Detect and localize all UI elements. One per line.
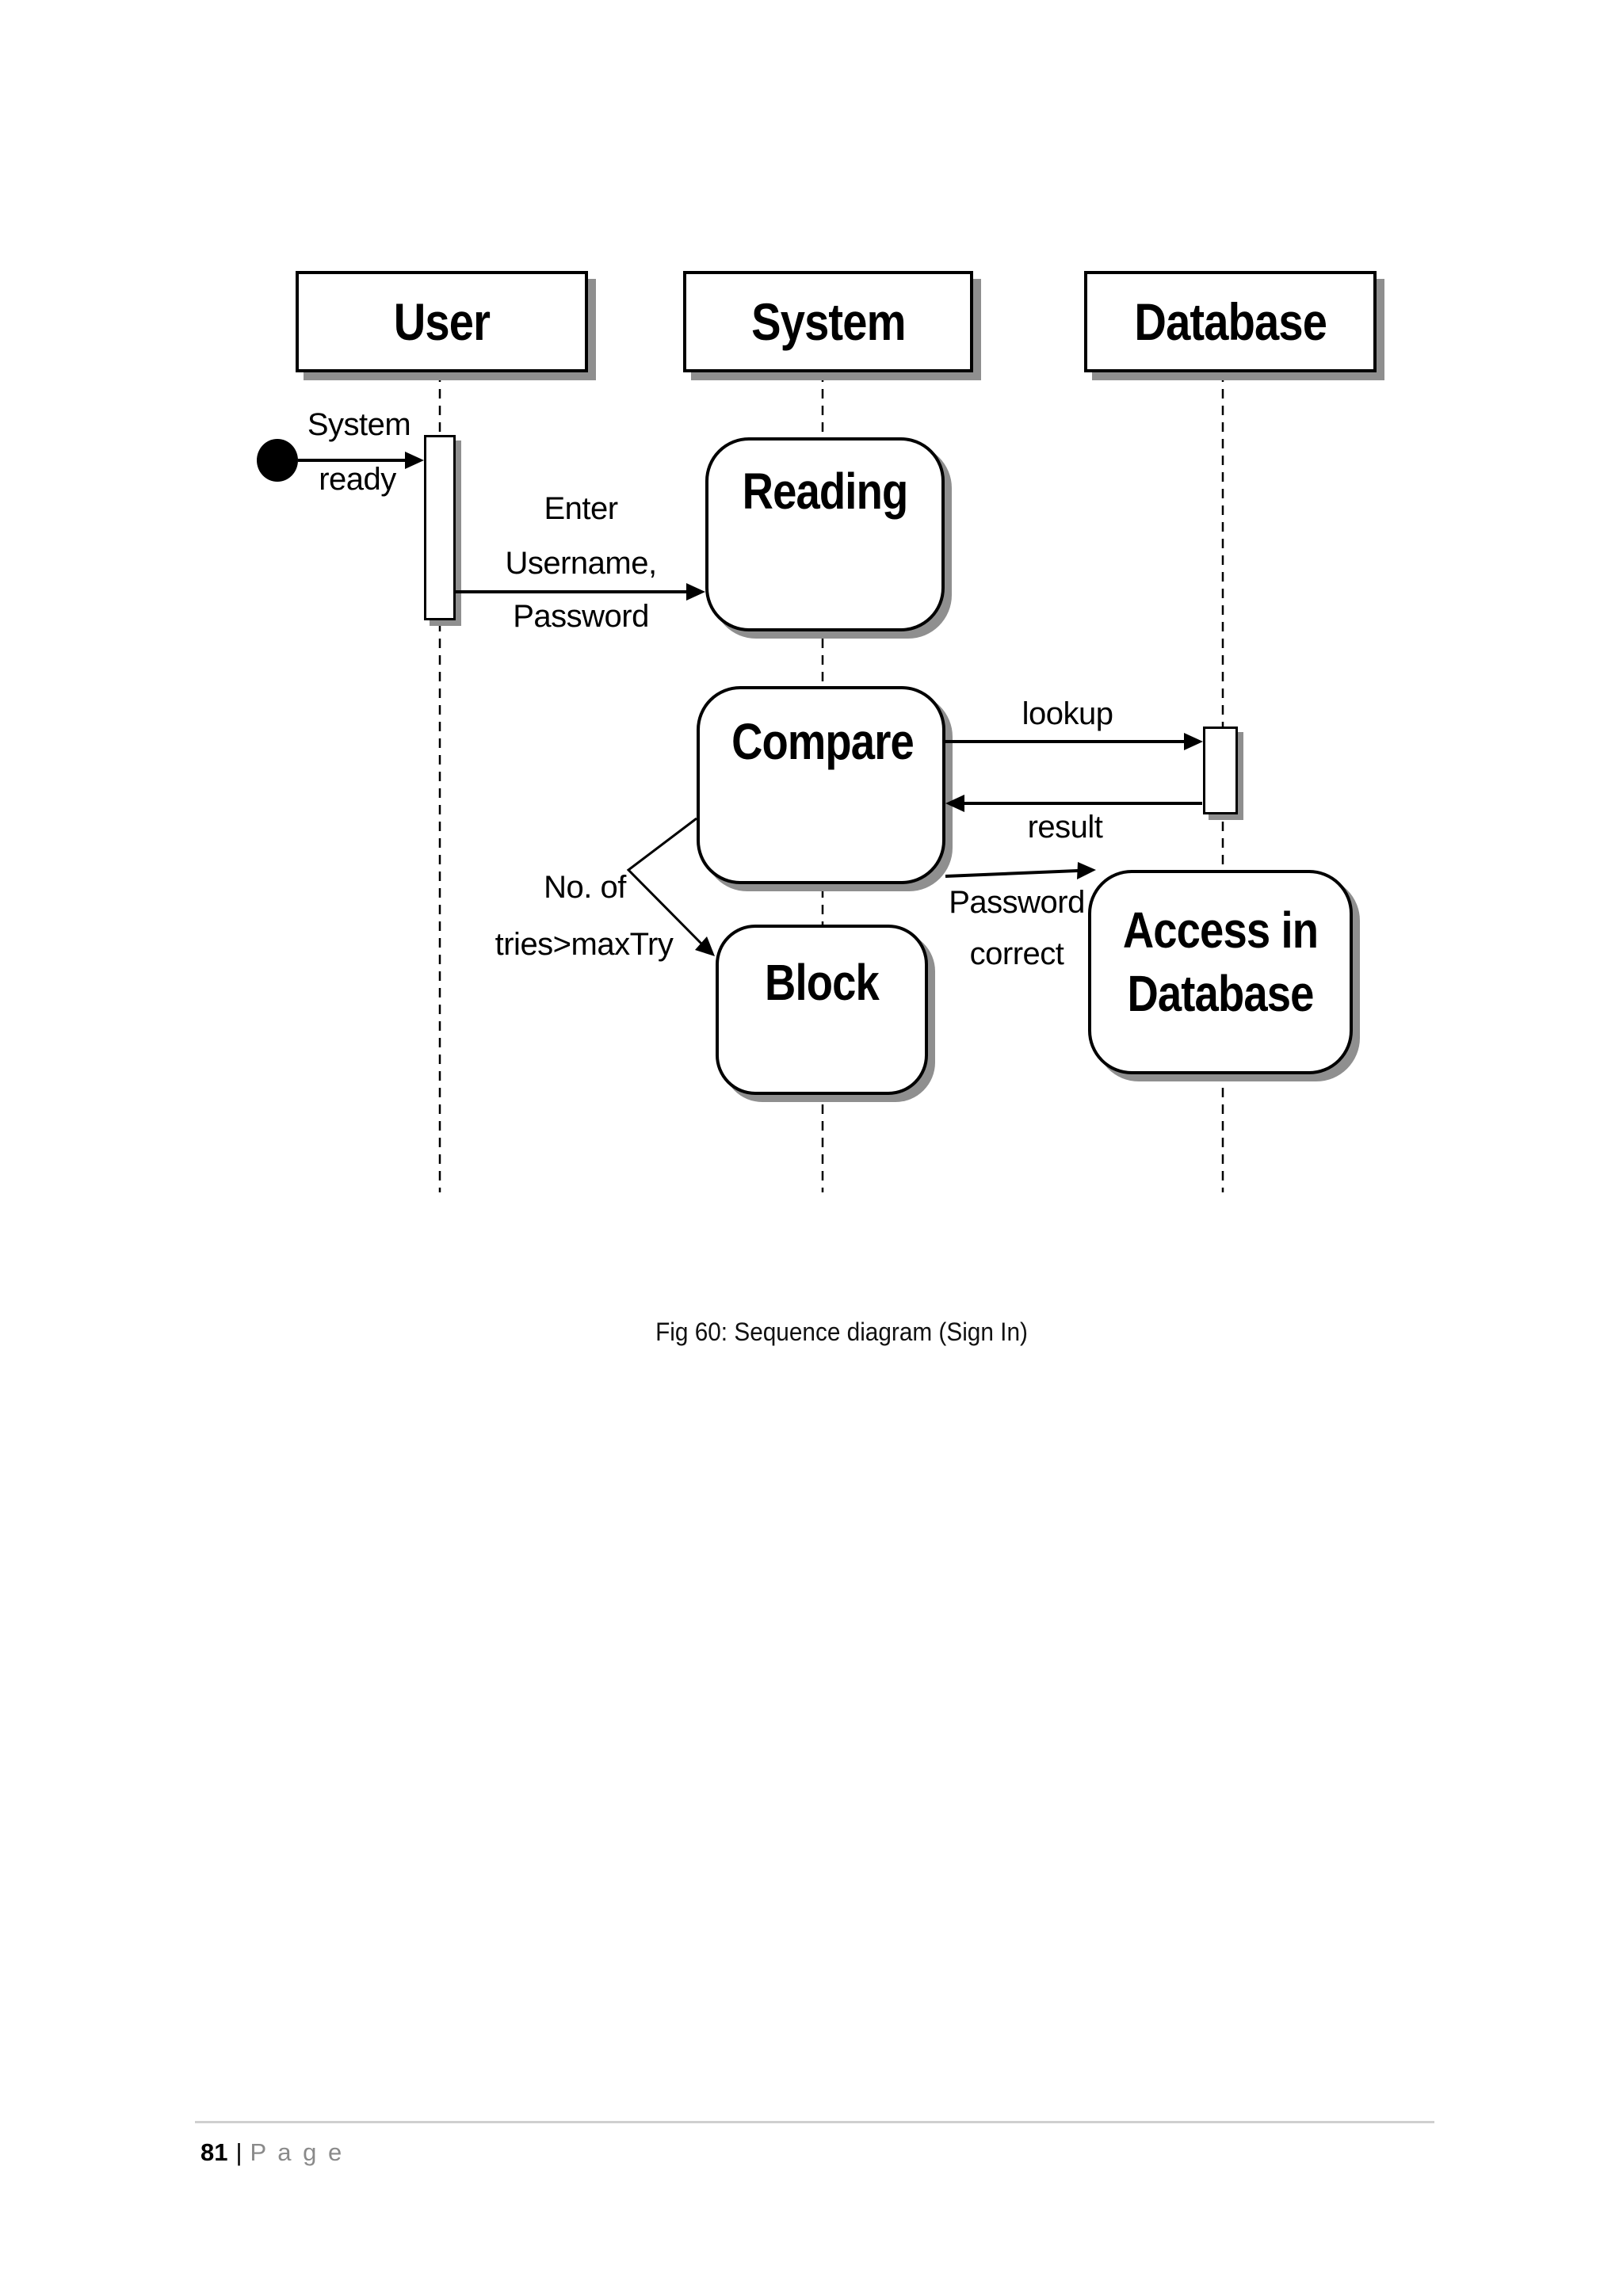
state-box-reading bbox=[705, 437, 945, 631]
message-arrow-lookup bbox=[945, 733, 1203, 750]
state-label-access-line1: Access in bbox=[1122, 902, 1319, 959]
guard-label-correct: correct bbox=[969, 936, 1064, 971]
message-arrow-password-correct bbox=[945, 862, 1096, 879]
message-label-system-ready-line1: System bbox=[307, 407, 411, 442]
figure-caption: Fig 60: Sequence diagram (Sign In) bbox=[655, 1318, 1028, 1346]
state-label-access-line2: Database bbox=[1127, 965, 1314, 1022]
message-label-username: Username, bbox=[505, 546, 657, 581]
footer-separator: | bbox=[235, 2138, 242, 2166]
actor-box-system: System bbox=[683, 271, 973, 372]
guard-label-no-of: No. of bbox=[544, 870, 626, 905]
state-label-block: Block bbox=[765, 954, 880, 1011]
state-box-block bbox=[716, 925, 928, 1095]
footer-page-word: P a g e bbox=[250, 2138, 345, 2166]
actor-label-database: Database bbox=[1134, 292, 1327, 351]
page-number: 81 bbox=[200, 2138, 228, 2166]
state-box-access-in-database bbox=[1088, 870, 1353, 1074]
actor-label-user: User bbox=[393, 292, 491, 351]
message-label-password-input: Password bbox=[513, 599, 649, 634]
activation-bar-user bbox=[424, 435, 456, 620]
page-footer: 81| P a g e bbox=[200, 2138, 344, 2167]
message-arrow-enter-credentials bbox=[456, 583, 705, 601]
actor-box-user: User bbox=[296, 271, 588, 372]
state-label-reading: Reading bbox=[742, 463, 909, 520]
guard-label-tries-maxtry: tries>maxTry bbox=[495, 927, 674, 962]
lifelines-layer bbox=[438, 372, 1224, 1192]
message-label-result: result bbox=[1027, 810, 1103, 845]
guard-label-password: Password bbox=[949, 885, 1085, 920]
footer-divider bbox=[195, 2121, 1434, 2123]
message-label-enter: Enter bbox=[544, 491, 618, 526]
activation-bar-database bbox=[1203, 727, 1238, 814]
start-node-icon bbox=[257, 439, 298, 482]
state-box-compare bbox=[697, 686, 945, 884]
state-label-compare: Compare bbox=[731, 713, 915, 770]
actor-label-system: System bbox=[750, 292, 906, 351]
arrows-layer bbox=[257, 439, 1203, 956]
message-label-system-ready-line2: ready bbox=[319, 462, 396, 497]
message-label-lookup: lookup bbox=[1022, 696, 1113, 731]
actor-box-database: Database bbox=[1084, 271, 1377, 372]
